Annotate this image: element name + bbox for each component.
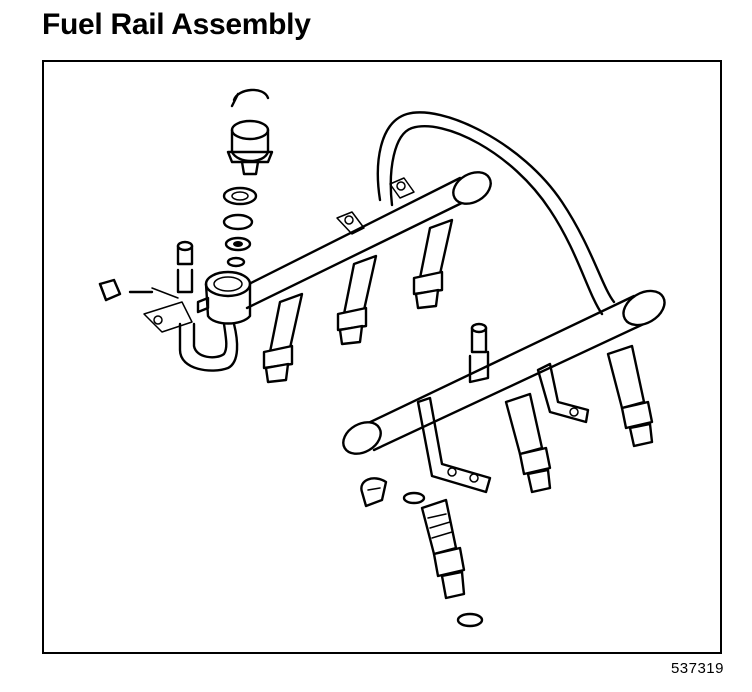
injector-6-exploded — [420, 498, 484, 628]
right-bank-brackets — [416, 362, 590, 494]
injector-3 — [412, 218, 454, 310]
injector-retaining-clip — [360, 477, 426, 508]
injector-2 — [336, 254, 378, 346]
injector-4 — [504, 392, 552, 494]
regulator-housing — [196, 270, 252, 325]
figure-number: 537319 — [670, 660, 724, 677]
injector-5 — [606, 344, 654, 448]
left-bank-injectors — [262, 218, 454, 384]
left-bank-rail — [235, 171, 492, 310]
valve-cap-and-core — [98, 278, 179, 302]
right-bank-injectors — [420, 344, 654, 628]
diagram-frame — [42, 60, 722, 654]
pressure-regulator-parts — [222, 88, 274, 268]
injector-1 — [262, 292, 304, 384]
right-bank-rail — [342, 289, 666, 455]
fuel-rail-illustration — [98, 88, 666, 628]
page-title: Fuel Rail Assembly — [42, 8, 311, 41]
crossover-pipe — [376, 111, 616, 316]
return-loop-tube — [143, 240, 239, 372]
